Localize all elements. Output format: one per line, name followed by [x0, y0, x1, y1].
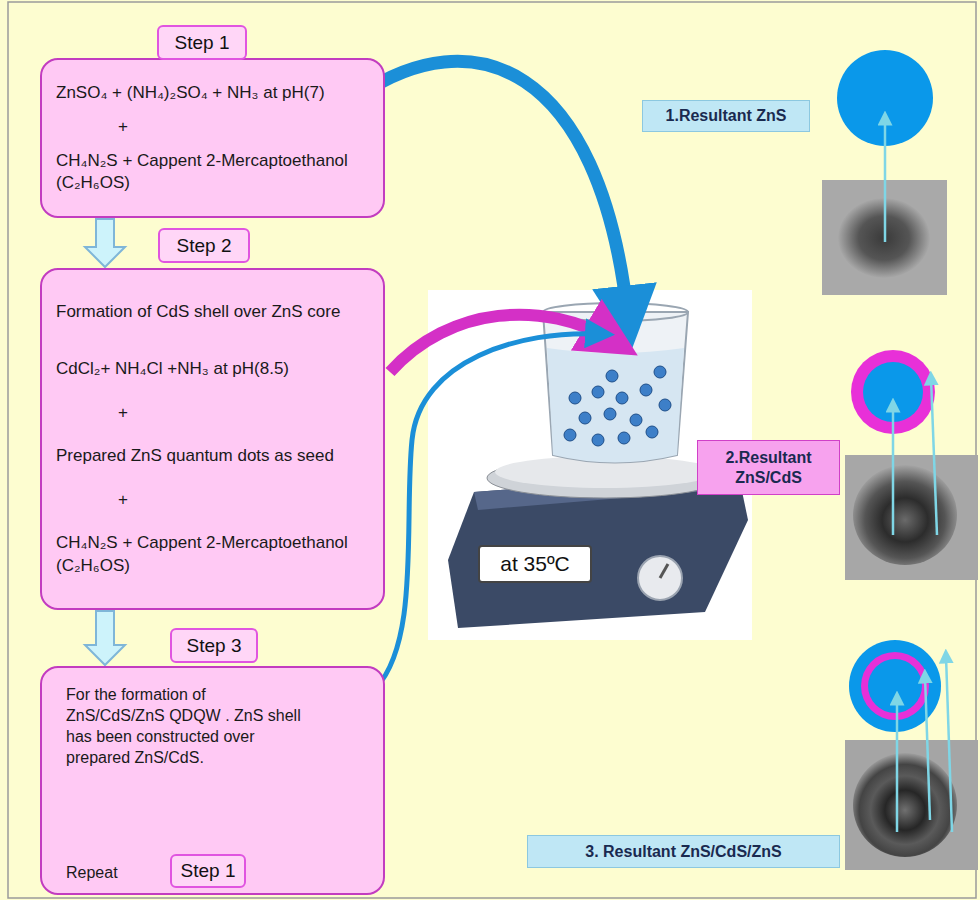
node-text: ZnSO₄ + (NH₄)₂SO₄ + NH₃ at pH(7) — [56, 82, 369, 104]
flow-arrow — [85, 611, 125, 665]
result-label: 1.Resultant ZnS — [642, 100, 810, 132]
node-text: 1.Resultant ZnS — [666, 107, 787, 125]
step-label: Step 2 — [158, 228, 250, 263]
node-text: 2.Resultant ZnS/CdS — [706, 448, 831, 488]
temperature-display: at 35ºC — [478, 545, 592, 583]
node-text: Prepared ZnS quantum dots as seed — [56, 445, 369, 467]
node-text: + — [118, 489, 369, 511]
result-label: 2.Resultant ZnS/CdS — [697, 440, 840, 495]
node-text: CH₄N₂S + Cappent 2-Mercaptoethanol (C₂H₆… — [56, 532, 369, 577]
node-text: Step 2 — [177, 235, 232, 257]
node-text: CdCl₂+ NH₄Cl +NH₃ at pH(8.5) — [56, 358, 369, 380]
process-box: Formation of CdS shell over ZnS coreCdCl… — [40, 268, 385, 610]
step-label: Step 1 — [157, 25, 247, 60]
process-box: For the formation of ZnS/CdS/ZnS QDQW . … — [40, 666, 385, 895]
step-label: Step 1 — [170, 854, 246, 888]
process-box: ZnSO₄ + (NH₄)₂SO₄ + NH₃ at pH(7) + CH₄N₂S … — [40, 58, 385, 218]
result-label: 3. Resultant ZnS/CdS/ZnS — [527, 835, 840, 868]
node-text: Step 1 — [175, 32, 230, 54]
node-text: Formation of CdS shell over ZnS core — [56, 301, 369, 323]
node-text: 3. Resultant ZnS/CdS/ZnS — [585, 843, 781, 861]
node-text: Step 1 — [181, 858, 236, 883]
node-text: Step 3 — [187, 635, 242, 657]
node-text: + — [118, 116, 369, 138]
node-text: + — [118, 402, 369, 424]
flow-arrow — [85, 219, 125, 267]
node-text: CH₄N₂S + Cappent 2-Mercaptoethanol (C₂H₆… — [56, 150, 369, 195]
node-text: at 35ºC — [500, 552, 570, 576]
node-text: For the formation of ZnS/CdS/ZnS QDQW . … — [66, 684, 306, 768]
step-label: Step 3 — [170, 628, 258, 663]
